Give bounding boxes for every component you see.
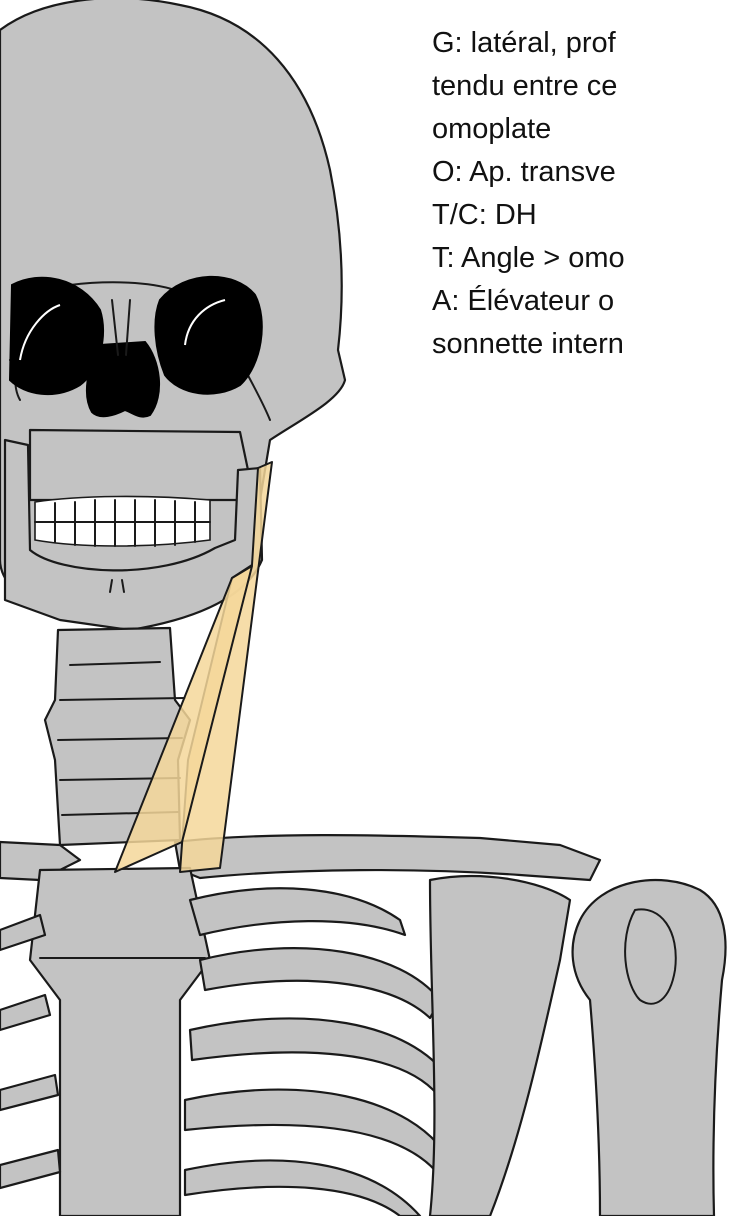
caption-line-scapula: omoplate (432, 108, 730, 151)
caption-line-between: tendu entre ce (432, 65, 730, 108)
teeth (35, 496, 210, 546)
rib (0, 1075, 58, 1110)
rib (200, 948, 440, 1018)
rib (190, 1018, 450, 1095)
caption-line-action: A: Élévateur o (432, 280, 730, 323)
caption-line-insertion: T: Angle > omo (432, 237, 730, 280)
rib (0, 995, 50, 1030)
caption-line-origin: O: Ap. transve (432, 151, 730, 194)
nasal-cavity (87, 342, 159, 417)
right-clavicle (175, 835, 600, 880)
maxilla (30, 430, 248, 500)
rib (0, 1150, 60, 1188)
scapula (430, 876, 570, 1216)
rib (190, 888, 405, 935)
humerus (573, 880, 726, 1216)
right-eye-socket (155, 277, 261, 394)
caption-line-innervation: T/C: DH (432, 194, 730, 237)
rib (185, 1161, 420, 1216)
caption-line-group: G: latéral, prof (432, 22, 730, 65)
caption-line-action-cont: sonnette intern (432, 323, 730, 366)
muscle-description: G: latéral, prof tendu entre ce omoplate… (432, 22, 730, 366)
